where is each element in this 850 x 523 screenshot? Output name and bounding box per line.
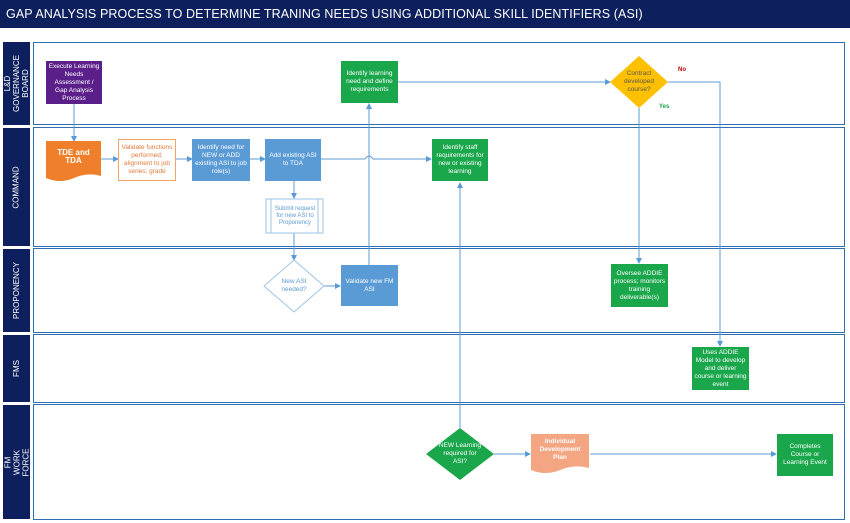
contract-diamond-shape bbox=[610, 56, 668, 108]
node-label: Individual Development Plan bbox=[539, 438, 581, 461]
contract-developed-course-decision: Contract developed course? bbox=[618, 66, 660, 98]
yes-label: Yes bbox=[659, 104, 670, 110]
identify-learning-need-node: Identify learning need and define requir… bbox=[341, 61, 398, 103]
individual-development-plan-node: Individual Development Plan bbox=[531, 435, 589, 465]
identify-need-asi-node: Identify need for NEW or ADD existing AS… bbox=[192, 139, 250, 181]
node-label: Completes Course or Learning Event bbox=[783, 443, 827, 466]
uses-addie-model-node: Uses ADDIE Model to develop and deliver … bbox=[692, 347, 749, 390]
node-label: NEW Learning required for ASI? bbox=[438, 442, 482, 465]
lane-label-proponency: PROPONENCY bbox=[3, 249, 30, 332]
completes-course-node: Completes Course or Learning Event bbox=[777, 434, 833, 476]
node-label: Add existing ASI to TDA bbox=[269, 152, 317, 167]
diagram-title: GAP ANALYSIS PROCESS TO DETERMINE TRANIN… bbox=[0, 0, 850, 28]
new-asi-needed-decision: New ASI needed? bbox=[274, 272, 314, 300]
lane-fm-work-force bbox=[33, 404, 845, 520]
add-existing-asi-node: Add existing ASI to TDA bbox=[265, 139, 321, 181]
node-label: Submit request for new ASI to Proponency bbox=[274, 206, 316, 226]
oversee-addie-node: Oversee ADDIE process; monitors training… bbox=[611, 264, 668, 307]
validate-functions-node: Validate functions performed; alignment … bbox=[118, 139, 176, 181]
new-asi-diamond-shape bbox=[263, 259, 325, 313]
lane-proponency bbox=[33, 248, 845, 333]
lane-label-command: COMMAND bbox=[3, 128, 30, 246]
validate-new-fm-asi-node: Validate new FM ASI bbox=[341, 265, 398, 306]
node-label: TDE and TDA bbox=[57, 148, 90, 165]
node-label: Contract developed course? bbox=[624, 70, 654, 93]
lane-label-fms: FMS bbox=[3, 335, 30, 402]
node-label: Identify learning need and define requir… bbox=[346, 70, 393, 93]
node-label: New ASI needed? bbox=[281, 278, 307, 293]
identify-staff-requirements-node: Identify staff requirements for new or e… bbox=[432, 139, 488, 181]
node-label: Validate functions performed; alignment … bbox=[121, 144, 173, 175]
node-label: Validate new FM ASI bbox=[345, 277, 394, 293]
new-learning-diamond-shape bbox=[426, 428, 494, 480]
lane-ld-board bbox=[33, 42, 845, 125]
node-label: Execute Learning Needs Assessment / Gap … bbox=[48, 62, 100, 102]
lane-label-ld-board: L&D GOVERNANCE BOARD bbox=[3, 42, 30, 125]
tde-tda-node: TDE and TDA bbox=[46, 143, 101, 171]
node-label: Identify staff requirements for new or e… bbox=[436, 144, 484, 175]
tde-tda-shape bbox=[46, 141, 101, 181]
node-label: Uses ADDIE Model to develop and deliver … bbox=[694, 348, 747, 388]
node-label: Identify need for NEW or ADD existing AS… bbox=[195, 144, 247, 175]
new-learning-required-decision: NEW Learning required for ASI? bbox=[436, 440, 484, 468]
idp-shape bbox=[531, 434, 589, 473]
lane-label-fm-work-force: FM WORK FORCE bbox=[3, 405, 30, 519]
node-label: Oversee ADDIE process; monitors training… bbox=[613, 269, 666, 301]
no-label: No bbox=[678, 67, 686, 73]
submit-request-shape bbox=[265, 198, 324, 234]
submit-request-node: Submit request for new ASI to Proponency bbox=[272, 200, 318, 233]
execute-learning-needs-node: Execute Learning Needs Assessment / Gap … bbox=[46, 61, 102, 104]
